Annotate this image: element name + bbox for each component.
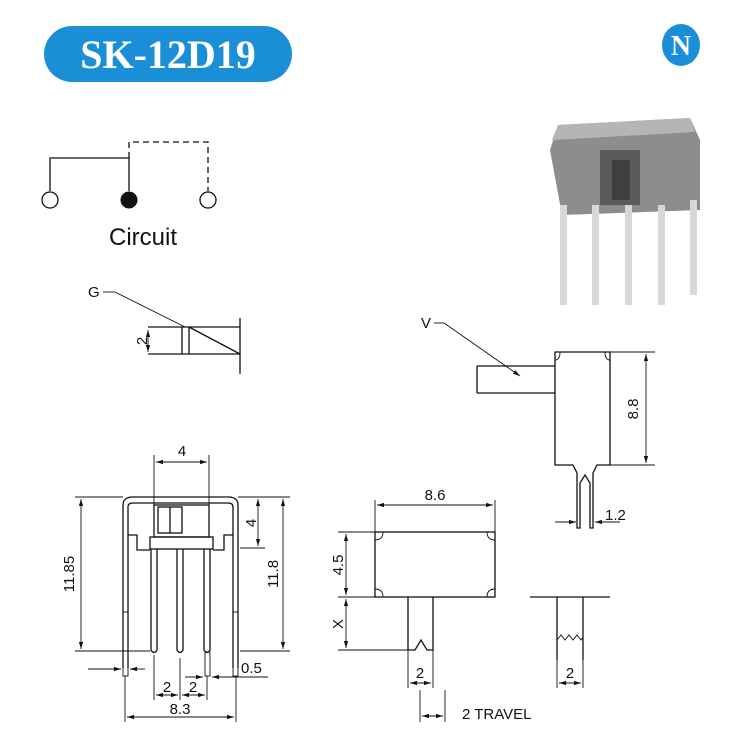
terminal-open-icon bbox=[41, 191, 59, 209]
top-view: 8.6 4.5 X 2 2 TRAVEL bbox=[330, 487, 531, 723]
terminal-open-icon bbox=[199, 191, 217, 209]
dim-front-upper: 4 bbox=[243, 519, 260, 527]
title-badge: SK-12D19 bbox=[44, 26, 292, 82]
dim-travel: 2 TRAVEL bbox=[462, 706, 531, 723]
logo-letter: N bbox=[671, 31, 691, 62]
part-number-title: SK-12D19 bbox=[80, 32, 256, 77]
dim-actuator-width-2: 2 bbox=[566, 665, 574, 682]
circuit-diagram: Circuit bbox=[41, 141, 217, 251]
dim-front-pitch-1: 2 bbox=[163, 679, 171, 696]
circuit-label: Circuit bbox=[109, 224, 177, 251]
actuator-section: 2 bbox=[530, 596, 610, 688]
brand-logo: N bbox=[662, 24, 700, 66]
dim-front-lead-thickness: 0.5 bbox=[241, 660, 262, 677]
actuator-side-view-g: G 2 bbox=[88, 284, 241, 374]
dim-front-top-width: 4 bbox=[178, 443, 186, 460]
dim-actuator-width: 2 bbox=[416, 665, 424, 682]
side-view-v: V 8.8 1.2 bbox=[421, 315, 655, 529]
dim-top-width: 8.6 bbox=[425, 487, 446, 504]
dim-v-terminal: 1.2 bbox=[605, 507, 626, 524]
dim-front-width: 8.3 bbox=[170, 701, 191, 718]
dim-v-height: 8.8 bbox=[625, 399, 642, 420]
dim-top-depth: 4.5 bbox=[330, 555, 347, 576]
terminal-common-icon bbox=[120, 191, 138, 209]
label-g: G bbox=[88, 284, 100, 301]
front-view: 4 11.85 4 11.8 0.5 2 2 8.3 bbox=[61, 443, 290, 722]
dim-g-height: 2 bbox=[134, 337, 151, 345]
dim-front-total-height: 11.85 bbox=[61, 556, 78, 592]
dim-front-pitch-2: 2 bbox=[189, 679, 197, 696]
dim-front-body-height: 11.8 bbox=[265, 560, 282, 588]
product-photo bbox=[550, 118, 700, 305]
label-v: V bbox=[421, 315, 431, 332]
label-x: X bbox=[330, 619, 347, 629]
